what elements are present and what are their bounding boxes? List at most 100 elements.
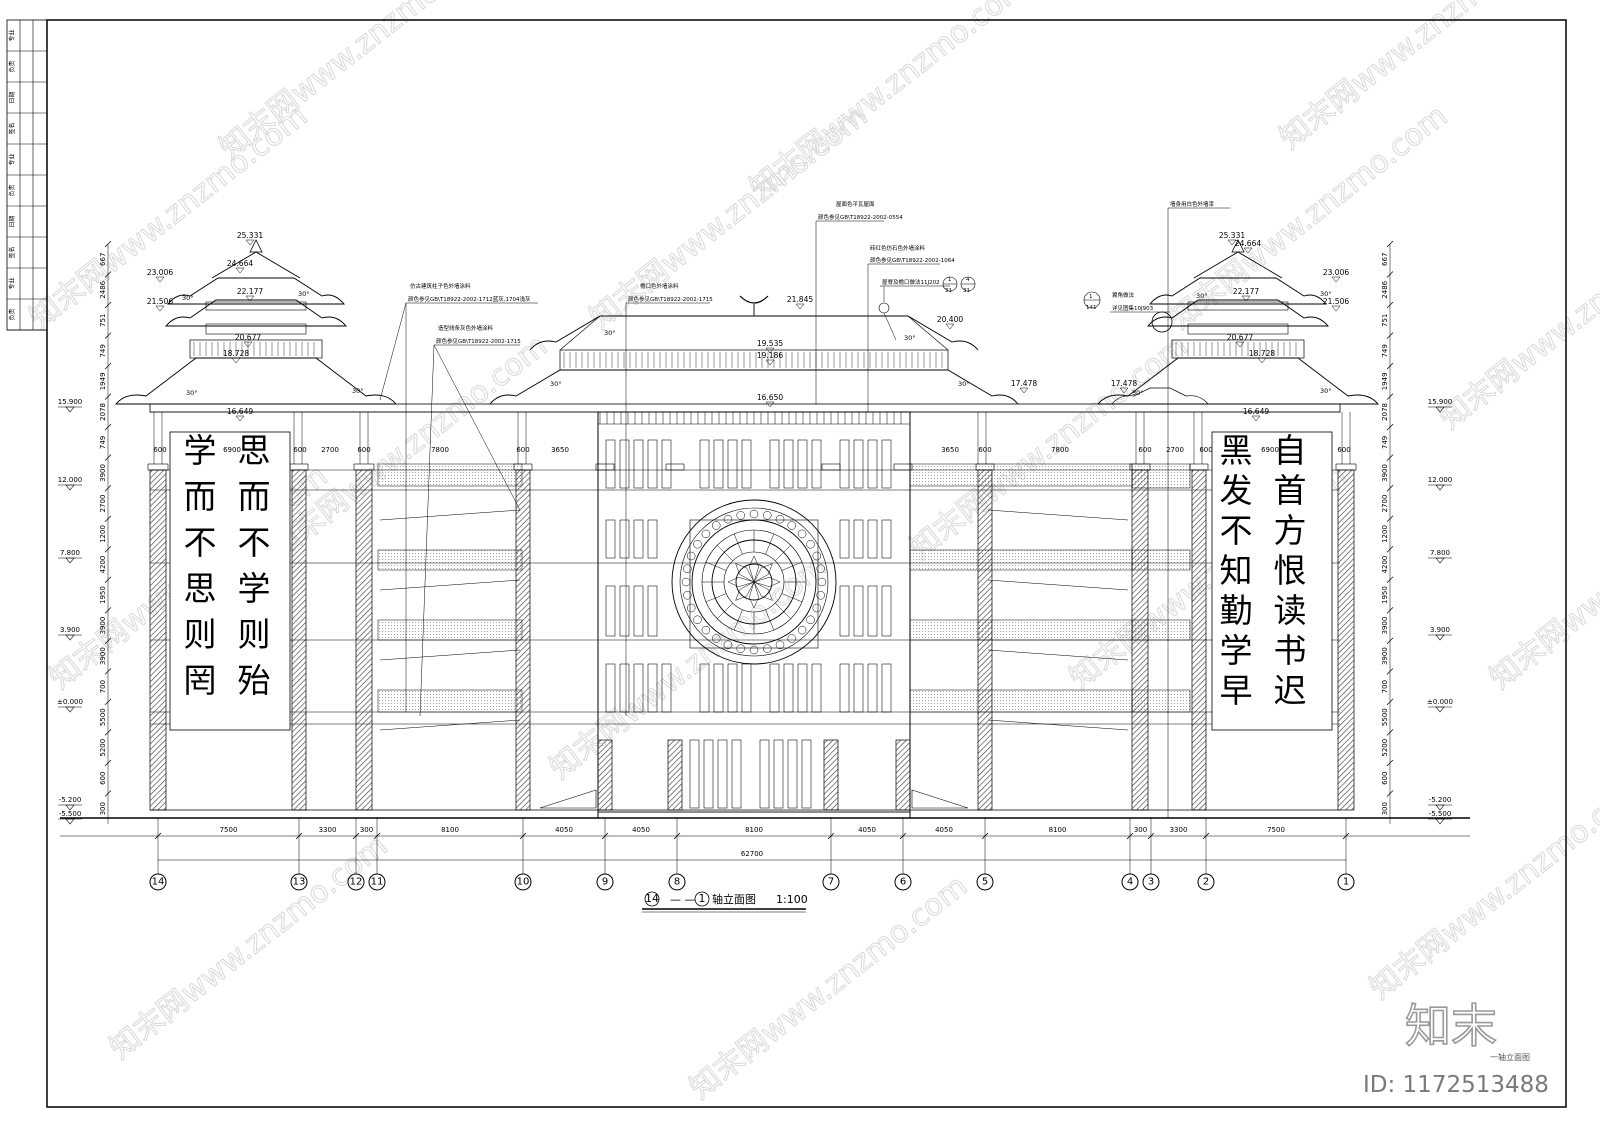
story-dimension: 3900 — [1381, 464, 1389, 482]
column-dimension: 3650 — [551, 446, 569, 454]
column-dimension: 600 — [153, 446, 166, 454]
story-dimension: 3900 — [99, 647, 107, 665]
watermark-text: 知末网www.znzmo.com — [1483, 458, 1600, 696]
story-dimension: 3900 — [1381, 647, 1389, 665]
axis-label: 7 — [828, 877, 834, 888]
axis-label: 1 — [1343, 877, 1349, 888]
watermark-id: ID: 1172513488 — [1363, 1072, 1549, 1098]
roof-angle-label: 30° — [298, 290, 310, 298]
roof-level-label: 19.535 — [757, 339, 783, 348]
roof-level-label: 16.649 — [227, 407, 253, 416]
roof-level-marks: 25.33124.66423.00622.17721.50620.67718.7… — [147, 231, 1349, 422]
roof-level-label: 23.006 — [1323, 268, 1349, 277]
bay-dimension: 3300 — [319, 826, 337, 834]
elevation-label: -5.200 — [1429, 796, 1452, 804]
story-dimension: 2078 — [99, 403, 107, 421]
elevation-label: 7.800 — [60, 549, 80, 557]
story-dimension: 1949 — [99, 372, 107, 390]
bay-dimension: 4050 — [935, 826, 953, 834]
story-dimension: 5200 — [99, 739, 107, 757]
roof-level-label: 21.845 — [787, 295, 813, 304]
title-start-axis: 14 — [645, 892, 659, 905]
drawing-frame — [46, 19, 1567, 1108]
callout-text: 颜色参见GB\T18922-2002-1715 — [628, 295, 713, 303]
story-dimension: 5500 — [1381, 708, 1389, 726]
story-dimension: 2700 — [99, 495, 107, 513]
callout-text: 檐口色外墙涂料 — [640, 282, 679, 290]
elevation-label: -5.200 — [59, 796, 82, 804]
roof-level-label: 22.177 — [1233, 287, 1259, 296]
elevation-label: 15.900 — [1428, 398, 1453, 406]
elevation-label: 12.000 — [1428, 476, 1453, 484]
roof-level-label: 18.728 — [1249, 349, 1275, 358]
callout-text: 墙身用白色外墙漆 — [1170, 200, 1215, 208]
column-dimension: 600 — [1199, 446, 1212, 454]
story-dimension: 751 — [99, 314, 107, 327]
svg-text:— —: — — — [670, 893, 696, 906]
roof-angle-label: 30° — [1320, 387, 1332, 395]
title-block-cell: 负责 — [8, 184, 16, 196]
callout-text: 颜色参见GB\T18922-2002-1715 — [436, 337, 521, 345]
title-block-cell: 签名 — [8, 122, 16, 134]
sign-left-left-column: 学而不思则罔 — [184, 431, 217, 700]
story-dimension: 749 — [99, 436, 107, 449]
roof-level-label: 22.177 — [237, 287, 263, 296]
roof-angle-label: 30° — [550, 380, 562, 388]
callout-text: 仿古建筑柱子色外墙涂料 — [410, 282, 471, 290]
axis-label: 5 — [982, 877, 988, 888]
story-dimension: 751 — [1381, 314, 1389, 327]
roof-angle-label: 30° — [904, 334, 916, 342]
axis-label: 4 — [1127, 877, 1133, 888]
title-block-cell: 负责 — [8, 60, 16, 72]
axis-label: 14 — [152, 877, 165, 888]
story-dimension: 600 — [99, 772, 107, 785]
callout-text: 4 — [966, 277, 970, 283]
elevation-label: -5.500 — [1429, 810, 1452, 818]
roof-angle-label: 30° — [352, 387, 364, 395]
title-label: 轴立面图 — [712, 892, 756, 906]
roof-angle-label: 30° — [1320, 290, 1332, 298]
column-dimension: 600 — [357, 446, 370, 454]
bay-dimension: 4050 — [858, 826, 876, 834]
axis-label: 10 — [517, 877, 530, 888]
title-block-cell: 负责 — [8, 308, 16, 320]
story-dimension: 3900 — [99, 617, 107, 635]
watermark-text: 知末网www.znzmo.com — [743, 0, 1034, 206]
title-end-axis: 1 — [699, 892, 706, 905]
drawing-title: 14 — — 1 轴立面图 1:100 — [642, 891, 808, 913]
callout-text: 详见图集10J903 — [1112, 304, 1154, 312]
roof-angle-label: 30° — [182, 294, 194, 302]
roof-angle-label: 30° — [604, 329, 616, 337]
axis-label: 2 — [1203, 877, 1209, 888]
roof-level-label: 16.650 — [757, 393, 783, 402]
roof-level-label: 19.186 — [757, 351, 783, 360]
story-dimension: 749 — [99, 344, 107, 357]
small-sheet-label: 一轴立面图 — [1490, 1052, 1530, 1062]
callout-text: 1 — [1089, 294, 1093, 300]
story-dimension: 1950 — [99, 586, 107, 604]
axis-label: 11 — [371, 877, 384, 888]
elevation-label: 3.900 — [1430, 626, 1450, 634]
column-dimension: 600 — [1337, 446, 1350, 454]
roof-angle-label: 30° — [186, 389, 198, 397]
story-dimension: 700 — [99, 680, 107, 693]
callout-text: 颜色参见GB\T18922-2002-0554 — [818, 213, 903, 221]
story-dimension: 4200 — [1381, 556, 1389, 574]
watermark-text: 知末网www.znzmo.com — [1363, 768, 1600, 1006]
column-dimension: 7800 — [431, 446, 449, 454]
story-dimension: 600 — [1381, 772, 1389, 785]
column-dimension: 6900 — [1261, 446, 1279, 454]
title-block-cell: 专业 — [8, 29, 16, 41]
roof-level-label: 24.664 — [1235, 239, 1261, 248]
sign-right-right-column: 自首方恨读书迟 — [1274, 431, 1307, 710]
callout-text: 砖红色仿石色外墙涂料 — [870, 244, 926, 252]
watermark-text: 知末网www.znzmo.com — [213, 0, 504, 166]
column-dimension: 3650 — [941, 446, 959, 454]
sign-right-left-column: 黑发不知勤学早 — [1220, 431, 1253, 710]
building-elevation — [60, 239, 1470, 819]
story-dimension: 3900 — [99, 464, 107, 482]
roof-level-label: 21.506 — [147, 297, 173, 306]
